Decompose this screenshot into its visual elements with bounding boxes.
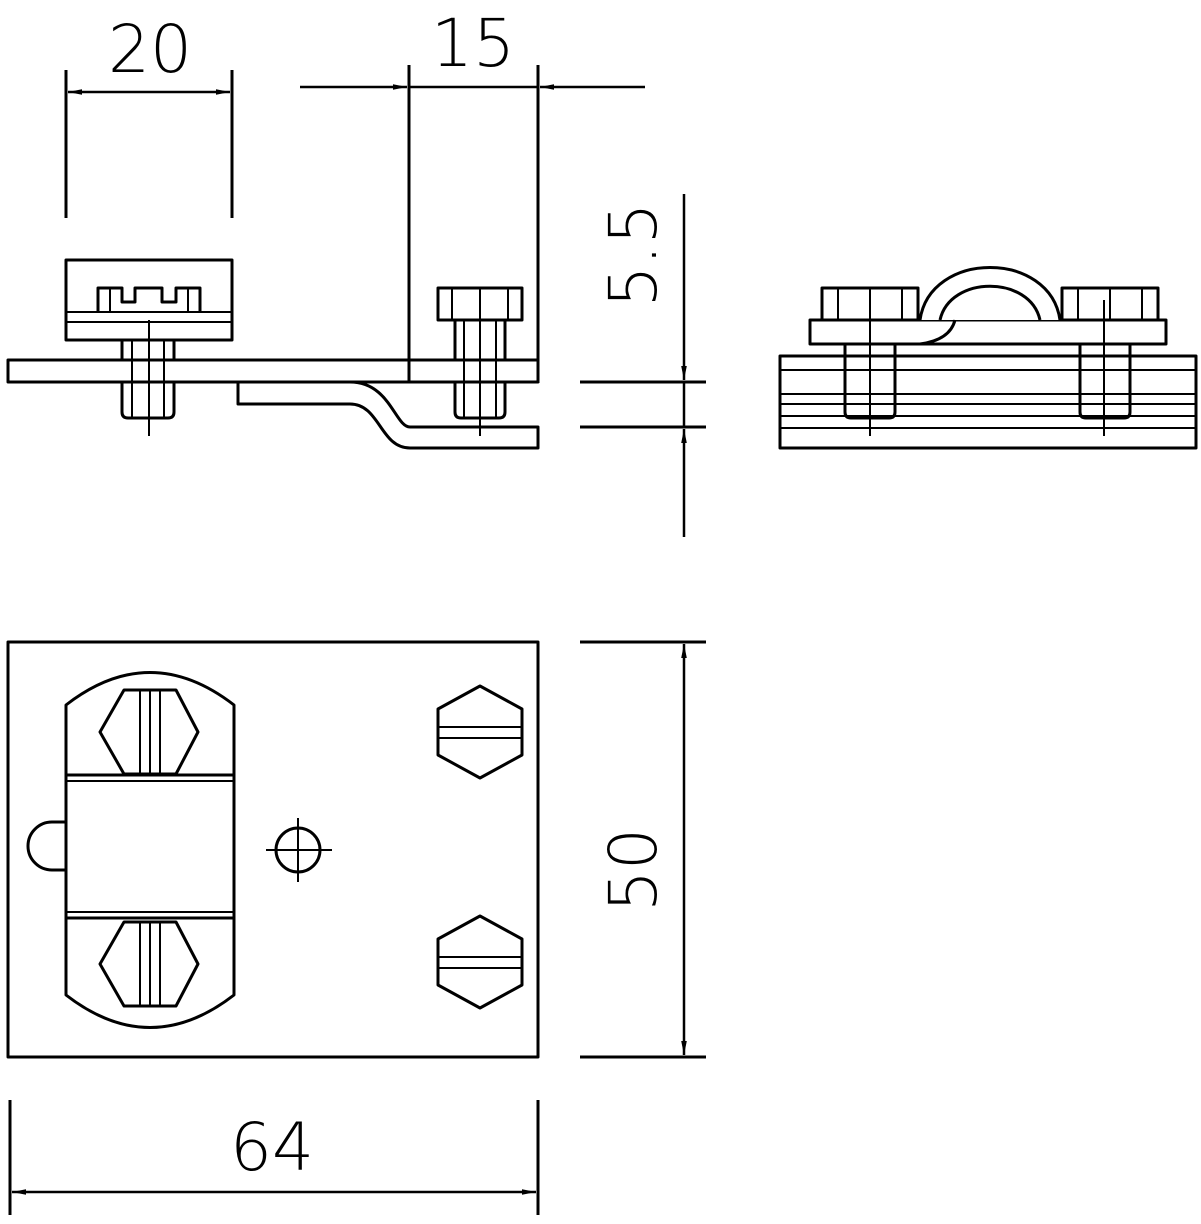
dimension-label-15: 15 <box>431 5 515 82</box>
dimension-15: 15 <box>300 5 645 383</box>
dimension-50: 50 <box>580 640 706 1059</box>
dimension-5-5: 5.5 <box>580 194 706 537</box>
top-view <box>6 640 540 1059</box>
dimension-64: 64 <box>8 1100 540 1215</box>
dimension-20: 20 <box>64 11 234 218</box>
front-view <box>778 266 1198 450</box>
dimension-label-20: 20 <box>108 11 192 88</box>
dimension-label-64: 64 <box>230 1109 314 1186</box>
dimension-label-5-5: 5.5 <box>595 203 672 308</box>
dimension-label-50: 50 <box>595 828 672 912</box>
side-view <box>6 258 540 450</box>
